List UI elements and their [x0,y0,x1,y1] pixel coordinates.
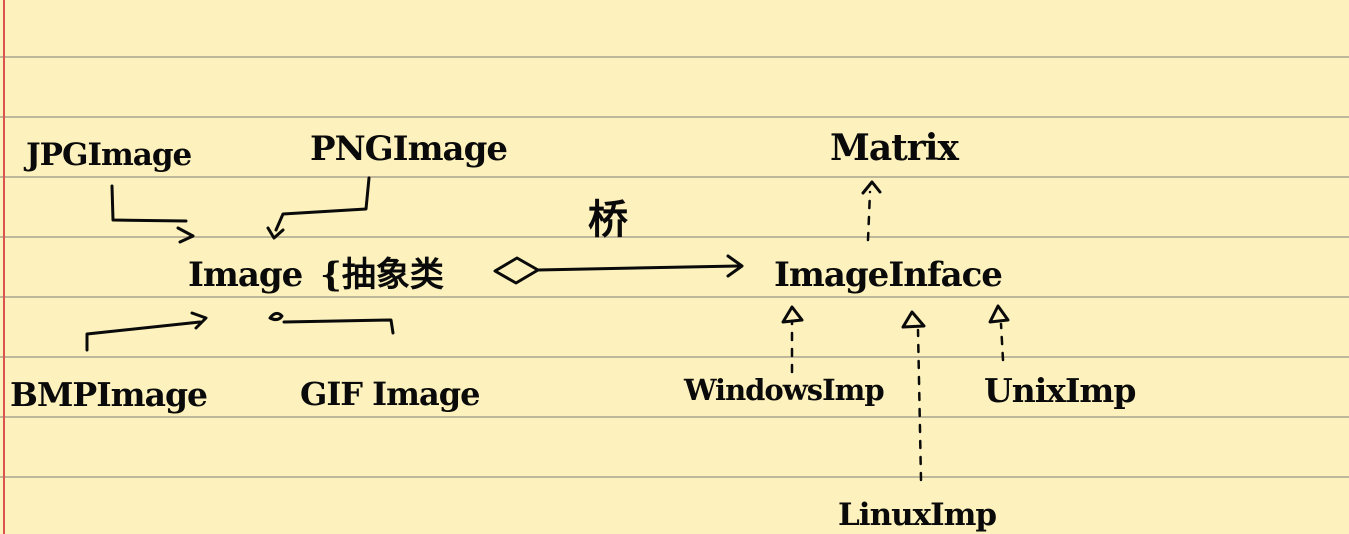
windows-triangle [781,305,804,324]
node-image: Image [188,255,303,295]
bmp-to-image-connector [85,320,202,352]
node-matrix: Matrix [830,127,959,169]
margin-line [3,0,5,534]
png-arrow-head [266,226,285,240]
unix-dashed [999,322,1005,362]
interface-to-matrix-dashed [866,190,872,242]
matrix-arrow-head [861,180,882,195]
node-linux-imp: LinuxImp [838,497,997,533]
node-windows-imp: WindowsImp [684,373,885,407]
unix-triangle [988,304,1010,324]
node-jpg-image: JPGImage [26,137,192,173]
jpg-to-image-connector [110,184,188,223]
linux-triangle [901,310,926,329]
bridge-line [536,264,740,272]
node-bmp-image: BMPImage [10,375,208,414]
linux-dashed [916,328,923,482]
node-gif-image: GIF Image [300,375,480,413]
node-png-image: PNGImage [310,129,508,169]
jpg-arrow-head [176,226,195,244]
bridge-diamond [493,256,540,285]
node-unix-imp: UnixImp [984,371,1136,410]
gif-arrow-head [268,311,284,322]
bmp-arrow-head [190,311,208,330]
abstract-class-note: {抽象类 [320,255,444,295]
gif-to-image-connector [282,318,395,335]
node-image-interface: ImageInface [774,255,1003,295]
bridge-arrow-head [726,254,744,278]
png-to-image-connector [274,176,371,232]
bridge-label: 桥 [588,196,628,243]
